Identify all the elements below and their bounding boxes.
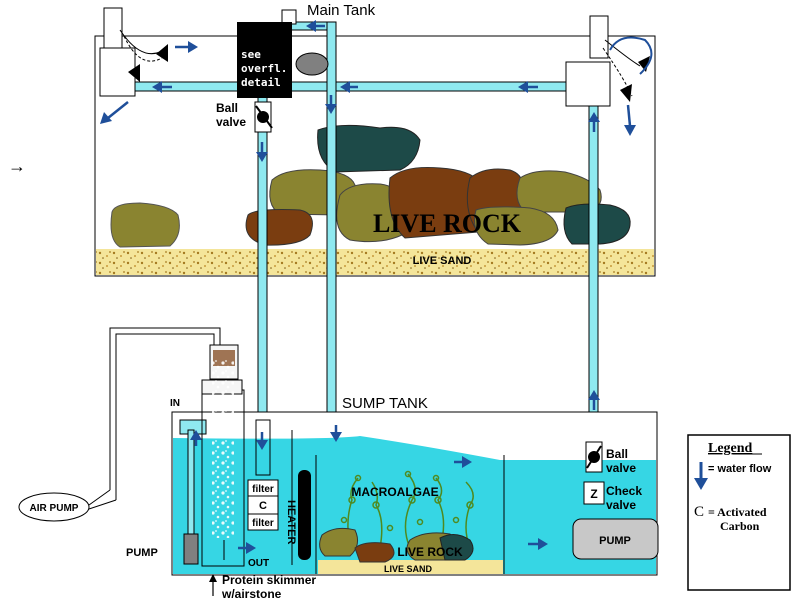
flow-arrow-icon: [624, 125, 636, 136]
main-tank-title: Main Tank: [307, 2, 376, 19]
main-tank-sand: [96, 249, 654, 275]
legend-flow-arrow-icon: [694, 478, 708, 490]
filter-top-label: filter: [252, 484, 274, 495]
live-rock-label: LIVE ROCK: [373, 209, 522, 238]
return-pump: [572, 518, 659, 560]
rock: [516, 170, 602, 213]
sump-tank-title: SUMP TANK: [342, 395, 428, 412]
intake-strainer: [295, 52, 329, 76]
legend-title: Legend: [708, 441, 753, 456]
air-line: [109, 327, 221, 500]
skimmer-pump: [183, 533, 199, 565]
flow-arrow-icon: [462, 456, 472, 468]
rock: [245, 209, 313, 246]
flow-arrow-icon: [188, 41, 198, 53]
check-valve-symbol: Z: [590, 487, 597, 501]
overflow-box-line-2: overfl.: [241, 62, 287, 75]
main-ball-valve: [254, 101, 273, 133]
filter-bottom-label: filter: [252, 518, 274, 529]
heater-label: HEATER: [285, 500, 297, 544]
flow-arrow-icon: [306, 20, 316, 32]
nozzle-icon: [156, 44, 168, 62]
rock: [110, 202, 180, 248]
skimmer-label-2: w/airstone: [221, 587, 282, 600]
flow-arrow-icon: [190, 430, 202, 440]
nozzle-icon: [638, 56, 650, 72]
arrow-glyph: →: [8, 156, 26, 176]
legend: Legend = water flow C = Activated Carbon: [687, 434, 791, 591]
main-tank: LIVE ROCK LIVE SAND: [94, 35, 656, 277]
legend-flow-text: = water flow: [708, 463, 772, 475]
rock: [474, 206, 559, 246]
flow-arrow-icon: [325, 104, 337, 114]
flow-arrow-icon: [330, 432, 342, 442]
legend-box: [687, 434, 791, 591]
flow-arrow-icon: [256, 152, 268, 162]
heater: [298, 470, 311, 560]
sump-ball-valve-label-1: Ball: [606, 447, 628, 461]
overflow-box: see overfl. detail: [237, 9, 297, 98]
right-spray-manifold: [565, 15, 653, 107]
main-ball-valve-label-1: Ball: [216, 101, 238, 115]
sump-live-rock-label: LIVE ROCK: [397, 545, 463, 559]
pump-label: PUMP: [126, 547, 158, 559]
legend-carbon-text-2: Carbon: [720, 519, 760, 533]
flow-arrow-icon: [256, 440, 268, 450]
macroalgae-label: MACROALGAE: [351, 485, 438, 499]
nozzle-icon: [128, 64, 140, 82]
sump-water: [173, 436, 656, 574]
sump-in-label: IN: [170, 398, 180, 409]
protein-skimmer: [179, 344, 245, 567]
legend-carbon-key: C: [694, 504, 704, 520]
filter-column: [247, 419, 279, 531]
rock: [439, 534, 474, 561]
skimmer-label-1: Protein skimmer: [222, 573, 316, 587]
flow-arrow-icon: [588, 390, 600, 400]
flow-arrow-icon: [246, 542, 256, 554]
rock: [317, 124, 421, 173]
flow-arrow-icon: [152, 81, 162, 93]
air-pump-label: AIR PUMP: [30, 503, 79, 514]
macroalgae: [340, 470, 474, 549]
overflow-box-line-3: detail: [241, 76, 281, 89]
live-sand-label: LIVE SAND: [413, 255, 472, 267]
rock: [319, 527, 359, 557]
sump-sand: [318, 560, 503, 574]
nozzle-icon: [620, 84, 632, 102]
sump-live-sand-label: LIVE SAND: [384, 564, 433, 574]
flow-arrow-icon: [588, 112, 600, 122]
air-pump: [18, 492, 90, 522]
flow-arrow-icon: [538, 538, 548, 550]
main-ball-valve-label-2: valve: [216, 115, 246, 129]
check-valve-label-2: valve: [606, 498, 636, 512]
flow-arrows: [100, 20, 636, 554]
rock: [354, 542, 395, 563]
sump-ball-valve: [585, 441, 603, 473]
check-valve-label-1: Check: [606, 484, 642, 498]
carbon-label: C: [259, 500, 267, 512]
flow-arrow-icon: [100, 112, 112, 124]
flow-arrow-icon: [340, 81, 350, 93]
return-riser-pipe: [588, 89, 599, 443]
left-spray-manifold: [99, 7, 168, 97]
sump-ball-valve-label-2: valve: [606, 461, 636, 475]
flow-arrow-icon: [518, 81, 528, 93]
sump-out-label: OUT: [248, 558, 269, 569]
return-pump-label: PUMP: [599, 535, 631, 547]
overflow-box-line-1: see: [241, 48, 261, 61]
check-valve: Z: [583, 481, 605, 505]
legend-carbon-text-1: = Activated: [708, 505, 767, 519]
center-down-pipe: [326, 21, 337, 433]
